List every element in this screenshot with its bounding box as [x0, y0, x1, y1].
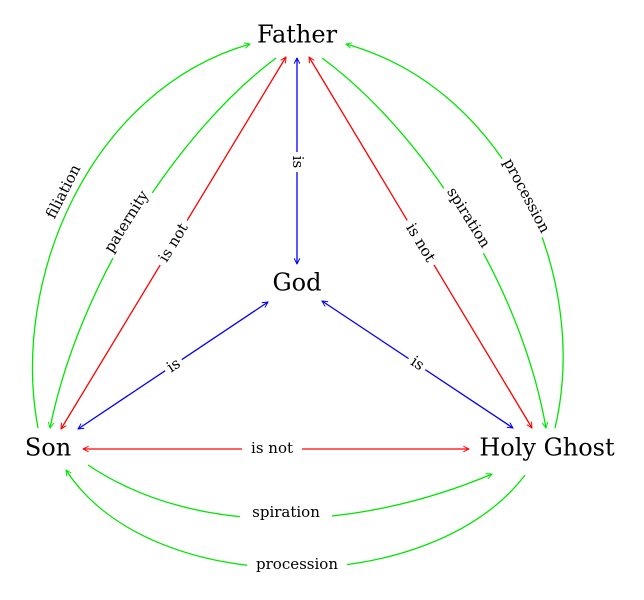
edge-label-son-father: is not: [155, 220, 192, 265]
edge-label-procession-upper: procession: [500, 155, 555, 236]
node-son: Son: [25, 434, 71, 462]
edge-label-holy-ghost-god: is: [407, 352, 427, 374]
edge-son-god: is: [78, 302, 268, 429]
edge-father-god: is: [288, 58, 307, 264]
edge-label-father-god: is: [289, 156, 307, 169]
edge-holy-ghost-god: is: [322, 301, 513, 428]
edge-label-procession-lower: procession: [256, 555, 338, 573]
edge-label-holy-ghost-father: is not: [402, 220, 439, 265]
edge-label-spiration-lower: spiration: [252, 503, 320, 521]
edge-label-son-holy-ghost: is not: [251, 439, 293, 457]
edge-son-holy-ghost: is not: [83, 439, 469, 459]
edge-son-to-holy-ghost-inner: spiration: [87, 464, 492, 523]
edge-father-to-holy-ghost-inner: spiration: [321, 57, 546, 428]
edge-holy-ghost-to-father-outer: procession: [346, 44, 564, 429]
node-father: Father: [257, 21, 338, 49]
edge-label-paternity: paternity: [100, 187, 152, 256]
node-holy-ghost: Holy Ghost: [479, 434, 615, 462]
edge-holy-ghost-to-son-outer: procession: [66, 470, 526, 575]
node-god: God: [273, 269, 322, 297]
edge-label-son-god: is: [163, 354, 183, 376]
edge-label-spiration-upper: spiration: [443, 184, 494, 251]
